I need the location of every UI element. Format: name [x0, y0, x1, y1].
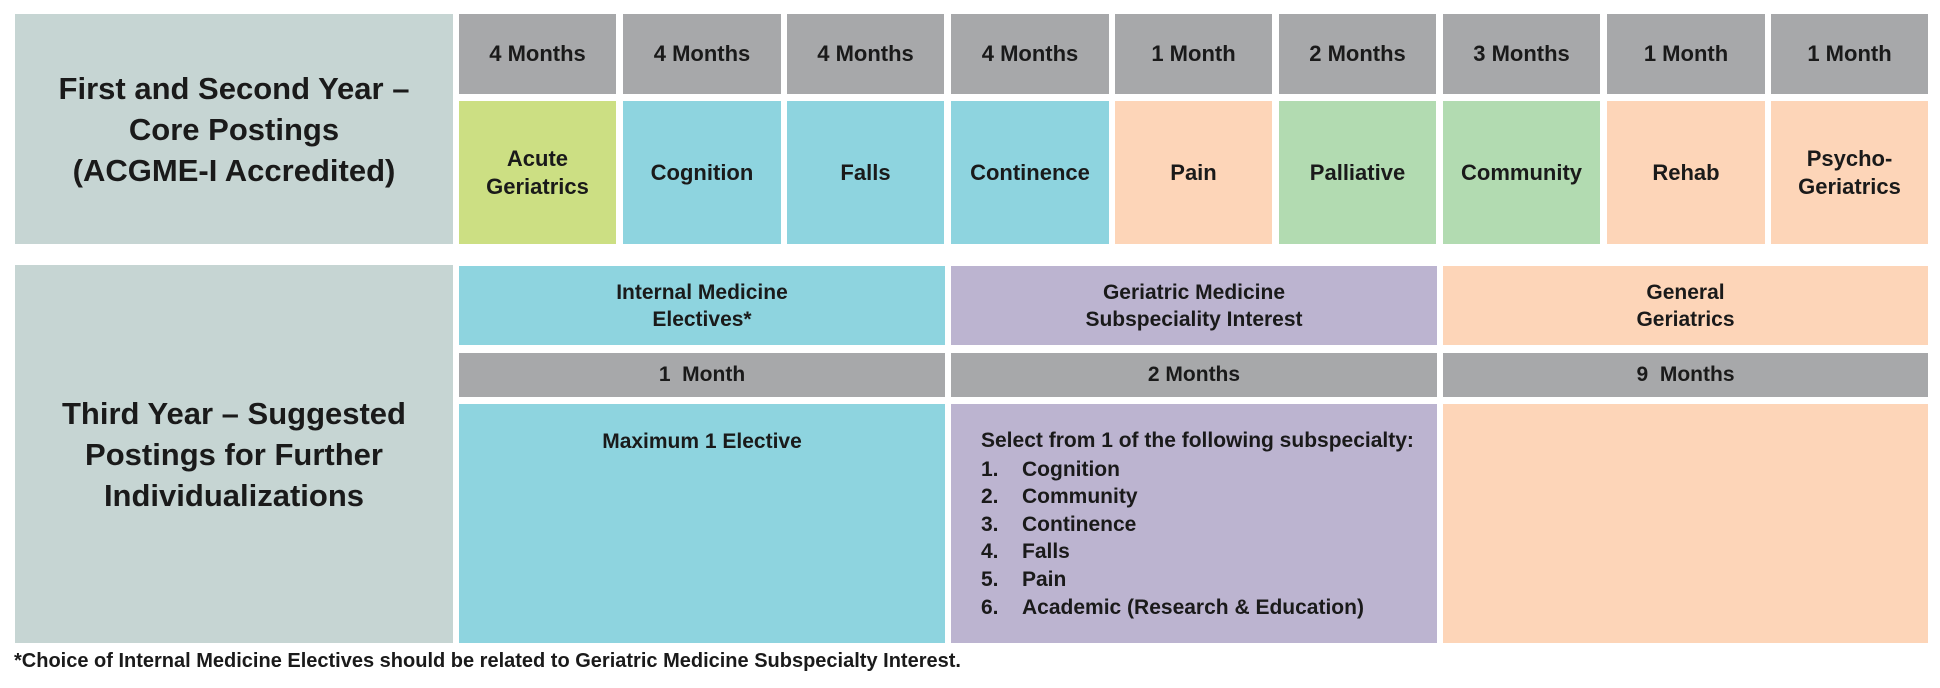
duration-acute-geriatrics: 4 Months	[459, 14, 616, 94]
list-item: 4.Falls	[981, 540, 1070, 564]
duration-pain: 1 Month	[1115, 14, 1272, 94]
posting-continence: Continence	[951, 101, 1109, 244]
duration-cognition: 4 Months	[623, 14, 781, 94]
subspeciality-detail-panel	[951, 404, 1437, 643]
list-item: 6.Academic (Research & Education)	[981, 595, 1364, 619]
duration-community: 3 Months	[1443, 14, 1600, 94]
duration-geriatric-subspeciality: 2 Months	[951, 353, 1437, 397]
internal-medicine-electives-header: Internal Medicine Electives*	[459, 266, 945, 345]
duration-rehab: 1 Month	[1607, 14, 1765, 94]
posting-pain: Pain	[1115, 101, 1272, 244]
list-item: 1.Cognition	[981, 457, 1120, 481]
footnote: *Choice of Internal Medicine Electives s…	[14, 650, 961, 672]
suggested-postings-heading: Third Year – Suggested Postings for Furt…	[15, 265, 453, 643]
duration-palliative: 2 Months	[1279, 14, 1436, 94]
posting-cognition: Cognition	[623, 101, 781, 244]
general-geriatrics-detail	[1443, 404, 1928, 643]
posting-psycho-geriatrics: Psycho- Geriatrics	[1771, 101, 1928, 244]
core-postings-heading: First and Second Year – Core Postings (A…	[15, 14, 453, 244]
posting-falls: Falls	[787, 101, 944, 244]
duration-psycho-geriatrics: 1 Month	[1771, 14, 1928, 94]
posting-rehab: Rehab	[1607, 101, 1765, 244]
subspeciality-list-intro: Select from 1 of the following subspecia…	[981, 429, 1414, 452]
list-item: 3.Continence	[981, 512, 1137, 536]
posting-community: Community	[1443, 101, 1600, 244]
list-item: 2.Community	[981, 485, 1138, 509]
duration-internal-medicine-electives: 1 Month	[459, 353, 945, 397]
posting-acute-geriatrics: Acute Geriatrics	[459, 101, 616, 244]
subspeciality-list: Select from 1 of the following subspecia…	[981, 427, 1414, 621]
duration-continence: 4 Months	[951, 14, 1109, 94]
duration-general-geriatrics: 9 Months	[1443, 353, 1928, 397]
general-geriatrics-header: General Geriatrics	[1443, 266, 1928, 345]
geriatric-subspeciality-header: Geriatric Medicine Subspeciality Interes…	[951, 266, 1437, 345]
list-item: 5.Pain	[981, 567, 1067, 591]
duration-falls: 4 Months	[787, 14, 944, 94]
electives-detail: Maximum 1 Elective	[459, 404, 945, 643]
posting-palliative: Palliative	[1279, 101, 1436, 244]
